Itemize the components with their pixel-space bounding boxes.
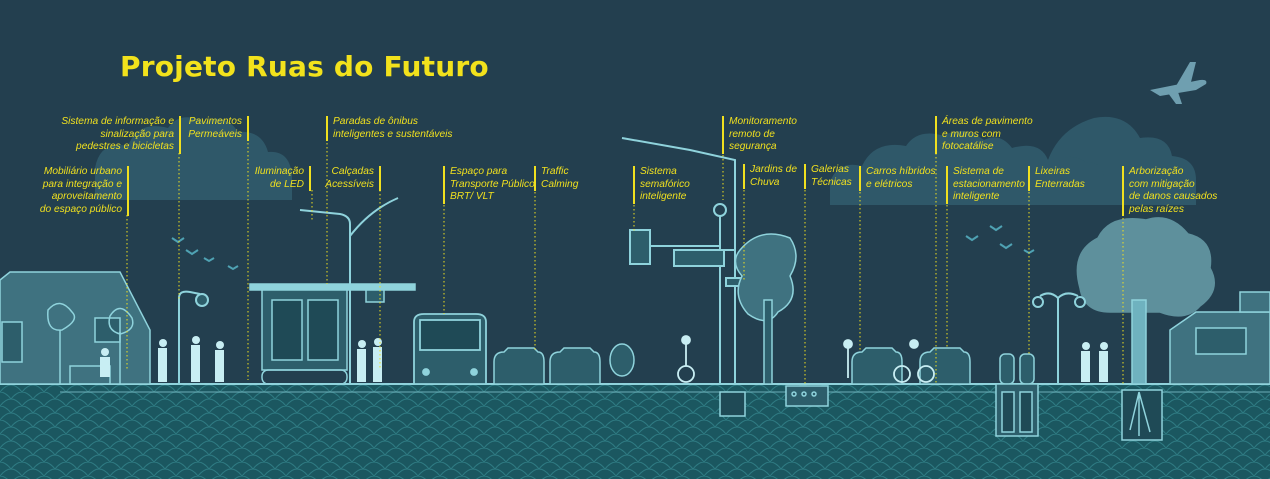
label-jardins: Jardins de Chuva <box>743 164 797 189</box>
label-calcadas: Calçadas Acessíveis <box>325 166 381 191</box>
underground-pattern <box>0 385 1270 479</box>
label-monitoramento: Monitoramento remoto de segurança <box>722 116 797 154</box>
street-lamp-center <box>299 197 399 384</box>
right-house <box>1169 291 1270 385</box>
label-iluminacao: Iluminação de LED <box>255 166 311 191</box>
label-carros: Carros híbridos e elétricos <box>859 166 936 191</box>
page-title: Projeto Ruas do Futuro <box>120 50 489 83</box>
cloud-small <box>1030 156 1104 176</box>
birds-icon <box>171 225 1035 271</box>
cloud-left <box>95 117 292 200</box>
cyclist-right <box>843 339 935 383</box>
pedestrians-right <box>1081 342 1108 382</box>
technical-gallery <box>785 385 829 407</box>
bus-icon <box>413 313 487 385</box>
label-estacionamento: Sistema de estacionamento inteligente <box>946 166 1025 204</box>
leader-lines <box>126 143 1124 386</box>
label-areas-pavimento: Áreas de pavimento e muros com fotocatál… <box>935 116 1033 154</box>
street-lamp-right <box>1032 292 1086 384</box>
label-pavimentos: Pavimentos Permeáveis <box>188 116 249 141</box>
label-sistema-semaforico: Sistema semafórico inteligente <box>633 166 690 204</box>
label-arborizacao: Arborização com mitigação de danos causa… <box>1122 166 1217 216</box>
label-traffic-calming: Traffic Calming <box>534 166 578 191</box>
label-paradas: Paradas de ônibus inteligentes e sustent… <box>326 116 453 141</box>
cloud-right <box>830 116 1196 205</box>
big-tree <box>1076 217 1215 441</box>
pedestrians-left <box>100 336 382 382</box>
label-sistema-informacao: Sistema de informação e sinalização para… <box>61 116 181 154</box>
cyclist-left <box>677 335 695 383</box>
underground-bins <box>995 353 1039 437</box>
airplane-icon <box>1150 62 1207 104</box>
cars-left <box>493 343 635 385</box>
label-espaco-transporte: Espaço para Transporte Público BRT/ VLT <box>443 166 535 204</box>
traffic-light-pole <box>621 137 745 384</box>
label-galerias: Galerias Técnicas <box>804 164 852 189</box>
left-house <box>0 271 151 385</box>
label-lixeiras: Lixeiras Enterradas <box>1028 166 1085 191</box>
drain-box <box>719 391 746 417</box>
bus-stop-shelter <box>249 283 416 385</box>
rain-garden-trees <box>734 233 797 385</box>
label-mobiliario: Mobiliário urbano para integração e apro… <box>40 166 129 216</box>
cars-right <box>851 347 971 385</box>
